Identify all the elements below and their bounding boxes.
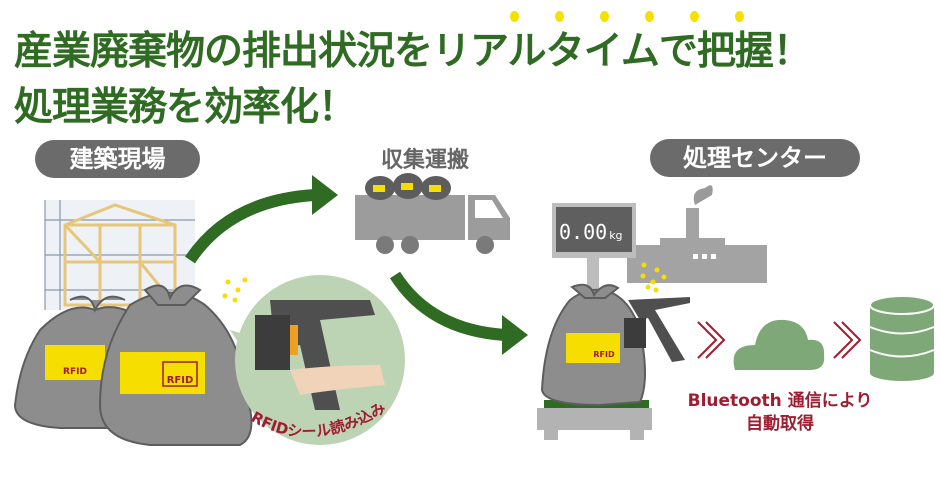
rfid-reader-icon bbox=[230, 275, 405, 445]
double-chevron-icon bbox=[833, 321, 862, 359]
scale-unit: kg bbox=[609, 229, 622, 242]
stage-collection: 収集運搬 bbox=[380, 148, 469, 173]
stage-processing-center: 処理センター bbox=[650, 139, 860, 177]
factory-icon bbox=[627, 185, 767, 283]
rfid-tag-label: RFID bbox=[63, 367, 87, 377]
rfid-reader-icon bbox=[624, 297, 690, 362]
bluetooth-caption: Bluetooth 通信により 自動取得 bbox=[660, 390, 900, 436]
garbage-bag-icon: RFID bbox=[98, 284, 253, 446]
headline-line2: 処理業務を効率化！ bbox=[14, 85, 357, 130]
rfid-tag-label: RFID bbox=[167, 375, 194, 386]
headline-line1: 産業廃棄物の排出状況をリアルタイムで把握！ bbox=[14, 29, 812, 74]
building-frame-icon bbox=[44, 200, 195, 310]
signal-dots bbox=[640, 262, 667, 293]
double-chevron-icon bbox=[697, 321, 726, 359]
curved-arrow-icon bbox=[185, 175, 338, 264]
database-icon bbox=[869, 295, 935, 381]
stage-construction-site: 建築現場 bbox=[35, 140, 200, 178]
bluetooth-caption-line1: Bluetooth 通信により bbox=[687, 391, 873, 411]
scale-icon bbox=[537, 203, 652, 440]
curved-arrow-icon bbox=[389, 271, 528, 355]
scale-reading: 0.00 bbox=[559, 220, 607, 244]
garbage-bag-icon: RFID bbox=[540, 283, 646, 407]
truck-icon bbox=[355, 173, 510, 254]
rfid-tag-label: RFID bbox=[593, 350, 615, 359]
signal-dots bbox=[222, 277, 248, 303]
bluetooth-caption-line2: 自動取得 bbox=[746, 414, 814, 434]
cloud-icon bbox=[733, 319, 825, 370]
